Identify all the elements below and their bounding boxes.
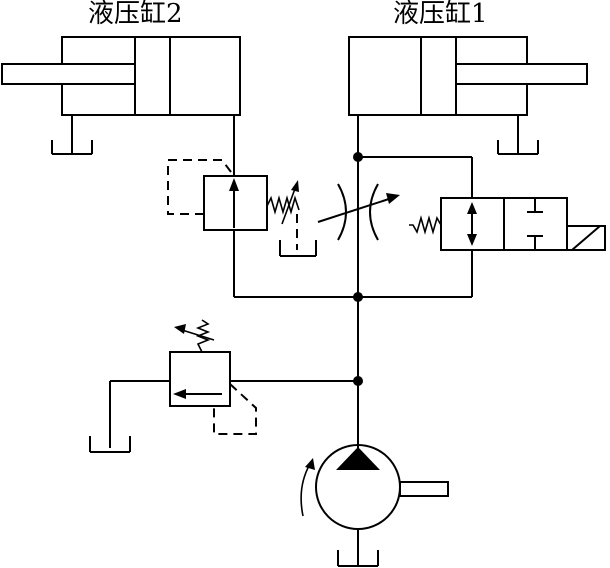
junction-dot — [353, 152, 363, 162]
hydraulic-pump — [300, 444, 449, 567]
junction-dot — [353, 376, 363, 386]
pump-tank-icon — [337, 550, 379, 567]
directional-valve — [409, 197, 606, 251]
cylinder-1-rod — [455, 63, 588, 85]
sequence-valve-tank-icon — [279, 240, 317, 257]
cylinder-2-label: 液压缸2 — [88, 0, 183, 29]
sequence-valve — [167, 159, 317, 257]
relief-valve — [169, 319, 257, 435]
relief-valve-tank-icon — [89, 436, 131, 453]
pump-direction-icon — [336, 447, 380, 470]
cylinder-1-label: 液压缸1 — [393, 0, 488, 29]
cylinder-1-tank-icon — [497, 115, 539, 155]
cylinder-2-tank-icon — [51, 115, 93, 155]
solenoid-icon — [566, 225, 606, 251]
rotation-arrow-icon — [305, 458, 315, 470]
pipe-network — [109, 115, 473, 452]
cylinder-2-rod — [1, 63, 136, 85]
throttle-valve — [317, 183, 400, 241]
cylinder-2 — [1, 36, 241, 155]
spring-icon — [409, 215, 442, 235]
cylinder-1 — [348, 36, 588, 155]
junction-dot — [353, 292, 363, 302]
